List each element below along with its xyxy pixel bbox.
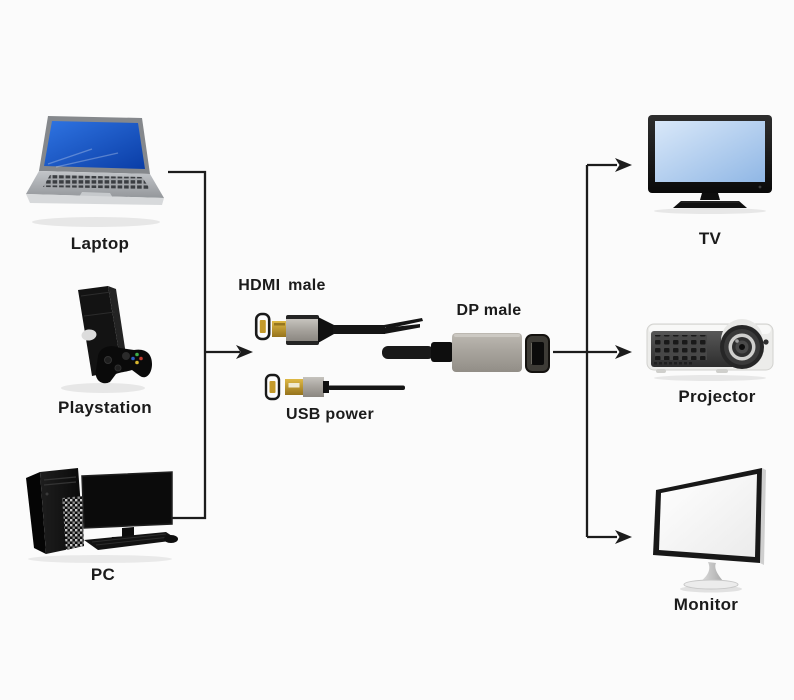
laptop-illustration <box>26 116 164 227</box>
usb-power-label: USB power <box>285 406 375 423</box>
tv-illustration <box>648 115 772 214</box>
playstation-label: Playstation <box>58 398 152 417</box>
pc-illustration <box>26 468 178 563</box>
hdmi-male-label: HDMI male <box>238 277 326 294</box>
gamepad <box>95 346 152 384</box>
projector-label: Projector <box>678 387 756 406</box>
pc-label: PC <box>90 565 116 584</box>
tv-arrowhead <box>615 158 632 172</box>
playstation-illustration <box>61 286 152 393</box>
monitor-label: Monitor <box>673 595 739 614</box>
laptop-label: Laptop <box>70 234 130 253</box>
hdmi-male-connector <box>254 312 423 345</box>
usb-port-icon <box>264 373 281 401</box>
projector-illustration <box>646 319 774 381</box>
dp-port <box>525 334 550 373</box>
monitor-arrowhead <box>615 530 632 544</box>
usb-power-connector <box>264 373 405 401</box>
hdmi-port-icon <box>254 312 271 341</box>
left-bracket-line <box>168 170 207 520</box>
dp-male-connector <box>382 333 550 373</box>
left-arrowhead <box>236 345 253 359</box>
projector-arrowhead <box>615 345 632 359</box>
monitor-illustration <box>653 468 766 593</box>
tv-label: TV <box>698 229 722 248</box>
projector-lens-icon <box>720 325 764 369</box>
dp-male-label: DP male <box>456 302 522 319</box>
